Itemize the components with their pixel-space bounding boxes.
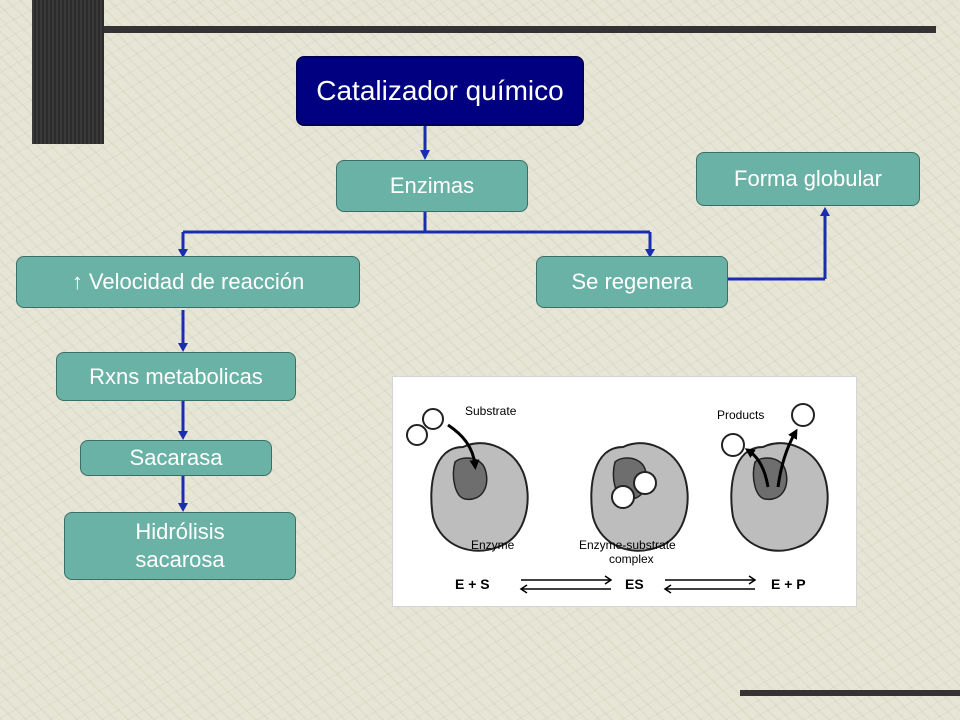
label-products: Products (717, 408, 764, 422)
node-sacarasa: Sacarasa (80, 440, 272, 476)
node-sacarasa-label: Sacarasa (129, 445, 223, 470)
node-enzimas: Enzimas (336, 160, 528, 212)
title-text: Catalizador químico (316, 75, 564, 106)
enzyme-shape-1 (430, 442, 529, 552)
label-complex-2: complex (609, 552, 654, 566)
decor-vertical-bar (32, 0, 104, 144)
node-enzimas-label: Enzimas (389, 173, 475, 198)
enzyme-substrate-figure: Substrate Enzyme Enzyme-substrate comple… (392, 376, 857, 607)
equilibrium-arrows (519, 575, 757, 594)
title-box: Catalizador químico (296, 56, 584, 126)
node-hidrolisis-line1: Hidrólisis (135, 519, 225, 544)
enzyme-shape-3 (730, 442, 829, 552)
product-arrow-2 (776, 428, 798, 488)
eq-right: E + P (771, 576, 806, 592)
node-velocidad-label: ↑ Velocidad de reacción (71, 269, 305, 294)
decor-top-line (104, 26, 936, 33)
substrate-arrow (447, 423, 480, 470)
node-se-regenera: Se regenera (536, 256, 728, 308)
node-hidrolisis-line2: sacarosa (135, 547, 225, 572)
enzyme-shape-2 (590, 442, 689, 552)
node-rxns-metabolicas: Rxns metabolicas (56, 352, 296, 401)
node-forma-globular: Forma globular (696, 152, 920, 206)
node-rxns-metabolicas-label: Rxns metabolicas (89, 363, 263, 389)
product-arrow-1 (744, 448, 770, 488)
substrate-molecule (406, 408, 444, 446)
label-enzyme: Enzyme (471, 538, 515, 552)
decor-bottom-line (740, 690, 960, 696)
node-hidrolisis: Hidrólisis sacarosa (64, 512, 296, 580)
label-substrate: Substrate (465, 404, 517, 418)
label-complex-1: Enzyme-substrate (579, 538, 676, 552)
enzyme-figure-svg: Substrate Enzyme Enzyme-substrate comple… (406, 403, 829, 594)
node-forma-globular-label: Forma globular (734, 166, 882, 191)
product-molecules (721, 403, 815, 457)
eq-left: E + S (455, 576, 490, 592)
node-velocidad: ↑ Velocidad de reacción (16, 256, 360, 308)
eq-mid: ES (625, 576, 644, 592)
node-se-regenera-label: Se regenera (571, 269, 693, 294)
